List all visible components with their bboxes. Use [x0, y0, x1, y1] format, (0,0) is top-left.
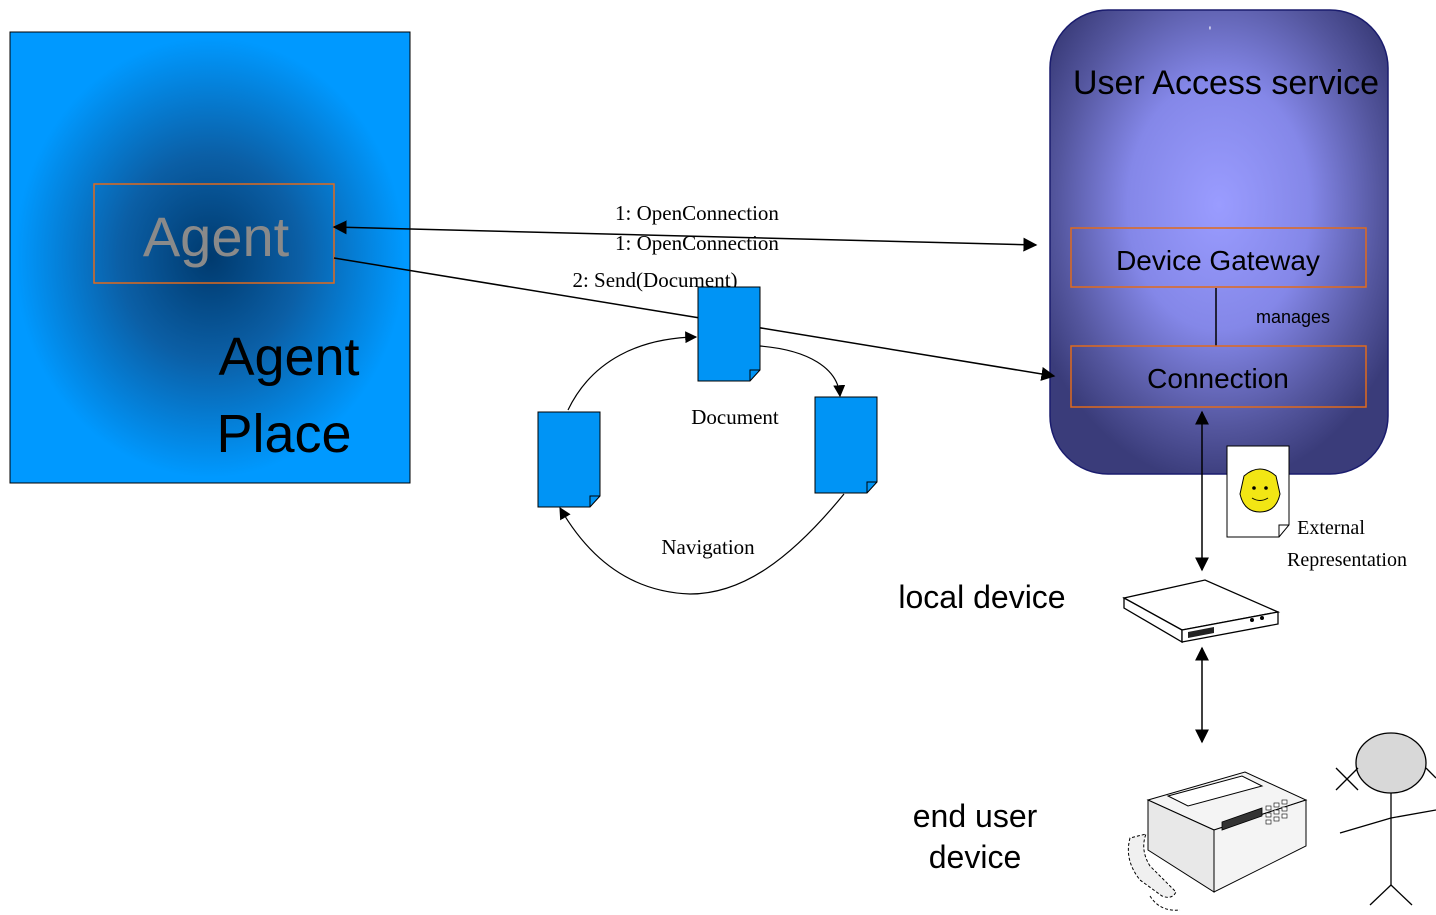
agent-place-label-line2: Place	[216, 404, 351, 464]
device-gateway-box[interactable]	[1070, 227, 1367, 288]
end-user-label-line2: device	[929, 839, 1022, 875]
open-connection-arrow	[332, 220, 1038, 252]
message-arrows: 1: OpenConnection 1: OpenConnection 2: S…	[332, 201, 1056, 381]
external-label-line2: Representation	[1287, 549, 1407, 571]
fax-machine-icon	[1127, 771, 1308, 911]
local-device: local device	[898, 579, 1281, 644]
stick-figure-user-icon	[1335, 732, 1436, 906]
agent-place-box	[9, 31, 411, 484]
end-user-label-line1: end user	[913, 798, 1038, 834]
document-icon-top	[697, 286, 761, 382]
navigation-label: Navigation	[661, 535, 755, 559]
nav-curve-top-right	[759, 345, 846, 398]
local-device-label: local device	[898, 579, 1065, 615]
document-icon-left	[537, 411, 601, 508]
document-label: Document	[691, 405, 779, 429]
external-representation: External Representation	[1226, 445, 1407, 571]
nav-curve-top-left	[567, 331, 698, 411]
user-access-title: User Access service	[1073, 64, 1379, 102]
open-connection-label-2: 1: OpenConnection	[615, 231, 779, 255]
nav-curve-bottom	[559, 493, 845, 595]
smiley-icon	[1239, 468, 1281, 513]
connection-box[interactable]	[1070, 345, 1367, 408]
agent-place-label-line1: Agent	[218, 327, 359, 387]
user-access-dot: '	[1209, 23, 1212, 39]
end-user-device: end user device	[913, 732, 1436, 911]
send-document-arrow	[333, 257, 1056, 381]
agent-place: Agent Agent Place	[9, 31, 411, 484]
agent-label: Agent	[143, 205, 290, 268]
document-icon-right	[814, 396, 878, 494]
connection-label: Connection	[1147, 363, 1289, 394]
device-gateway-label: Device Gateway	[1116, 245, 1320, 276]
external-label-line1: External	[1297, 517, 1365, 539]
navigation-cycle: Document Navigation	[537, 286, 878, 595]
user-access-service: ' User Access service Device Gateway man…	[1049, 9, 1389, 475]
manages-label: manages	[1256, 307, 1330, 327]
user-access-box	[1049, 9, 1389, 475]
open-connection-label-1: 1: OpenConnection	[615, 201, 779, 225]
